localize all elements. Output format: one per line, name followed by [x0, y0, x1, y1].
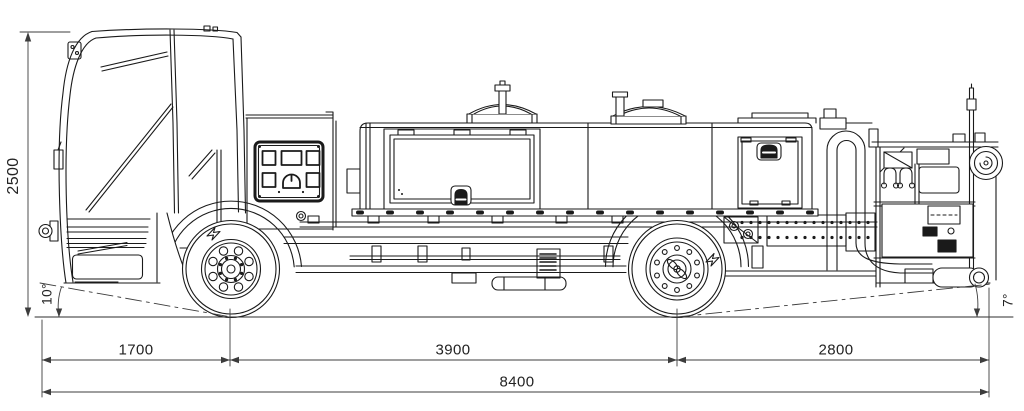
- chassis-frame: [283, 212, 878, 291]
- hose-loop: [826, 130, 933, 274]
- dim-label-overall-length: 8400: [499, 373, 535, 391]
- balance-arrow-icon: [705, 252, 720, 267]
- roof-handle: [100, 51, 169, 72]
- dim-label-wheelbase: 3900: [435, 341, 471, 359]
- side-cabinet-door-2: [737, 136, 803, 209]
- cab-skirt-panel: [71, 254, 144, 280]
- behind-cab-cabinet: [245, 111, 361, 231]
- tank-top-rail: [737, 112, 817, 124]
- front-marker-light: [38, 220, 59, 242]
- rivet-row: [740, 220, 870, 240]
- mirror: [53, 149, 64, 170]
- gauge-icon: [282, 173, 301, 189]
- running-board: [351, 208, 819, 217]
- hose-reel: [968, 145, 1004, 181]
- cab: [38, 25, 247, 284]
- dimension-lines: [19, 31, 1014, 398]
- rear-bumper: [904, 267, 990, 288]
- departure-angle: [676, 283, 992, 318]
- rear-equipment-module: [819, 83, 1004, 288]
- manhole-1: [466, 80, 538, 124]
- lower-cabinet: [881, 203, 974, 258]
- dim-label-approach-angle: 10°: [39, 283, 55, 305]
- manhole-2: [610, 91, 687, 125]
- wiper: [85, 103, 174, 213]
- cab-rear-pillar: [232, 36, 247, 214]
- windshield-outer: [58, 30, 93, 284]
- dim-label-departure-angle: 7°: [1000, 293, 1016, 307]
- pump-unit: [880, 148, 960, 205]
- height-dimension: [19, 31, 71, 317]
- door-handle: [450, 185, 472, 206]
- cab-step-slats: [66, 218, 151, 249]
- dim-label-rear-overhang: 2800: [818, 341, 854, 359]
- tank-body: [307, 112, 819, 224]
- cab-roof: [91, 28, 242, 38]
- rear-wheel: [627, 219, 727, 319]
- length-dimensions: [41, 287, 990, 398]
- door-handle: [756, 142, 782, 161]
- approach-angle: [39, 282, 232, 318]
- side-cabinet-door-1: [383, 128, 541, 210]
- door-pillar: [169, 29, 180, 214]
- mirror-bracket: [67, 41, 82, 60]
- dim-label-front-overhang: 1700: [118, 341, 154, 359]
- front-wheel: [181, 219, 281, 319]
- dim-label-height: 2500: [5, 157, 22, 195]
- steering-hint: [188, 149, 216, 180]
- balance-arrow-icon: [206, 226, 221, 241]
